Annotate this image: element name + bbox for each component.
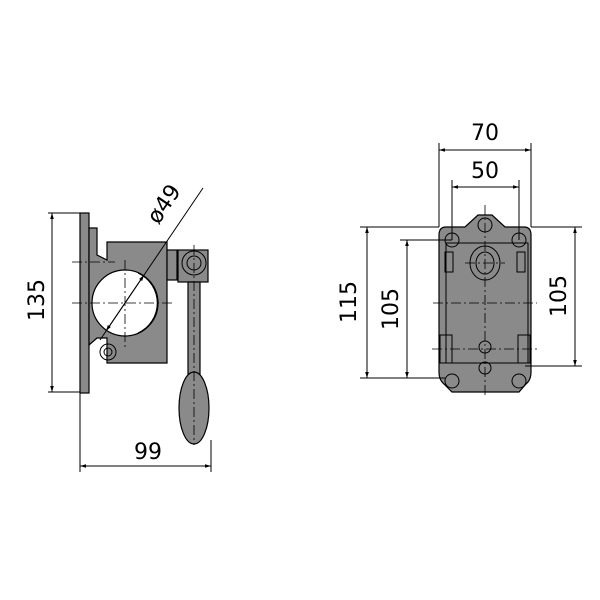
inner-height-dimension: 105 (379, 288, 404, 330)
side-view: 135 99 ø49 (25, 180, 212, 472)
height-dimension: 135 (25, 279, 50, 321)
width-dimension: 99 (134, 440, 162, 465)
outer-width-dimension: 70 (471, 121, 499, 146)
hole-spacing-dimension: 50 (471, 159, 499, 184)
bolt (99, 343, 117, 361)
right-height-dimension: 105 (547, 275, 572, 317)
front-view: 70 50 115 105 105 (337, 121, 582, 395)
outer-height-dimension: 115 (337, 281, 362, 323)
